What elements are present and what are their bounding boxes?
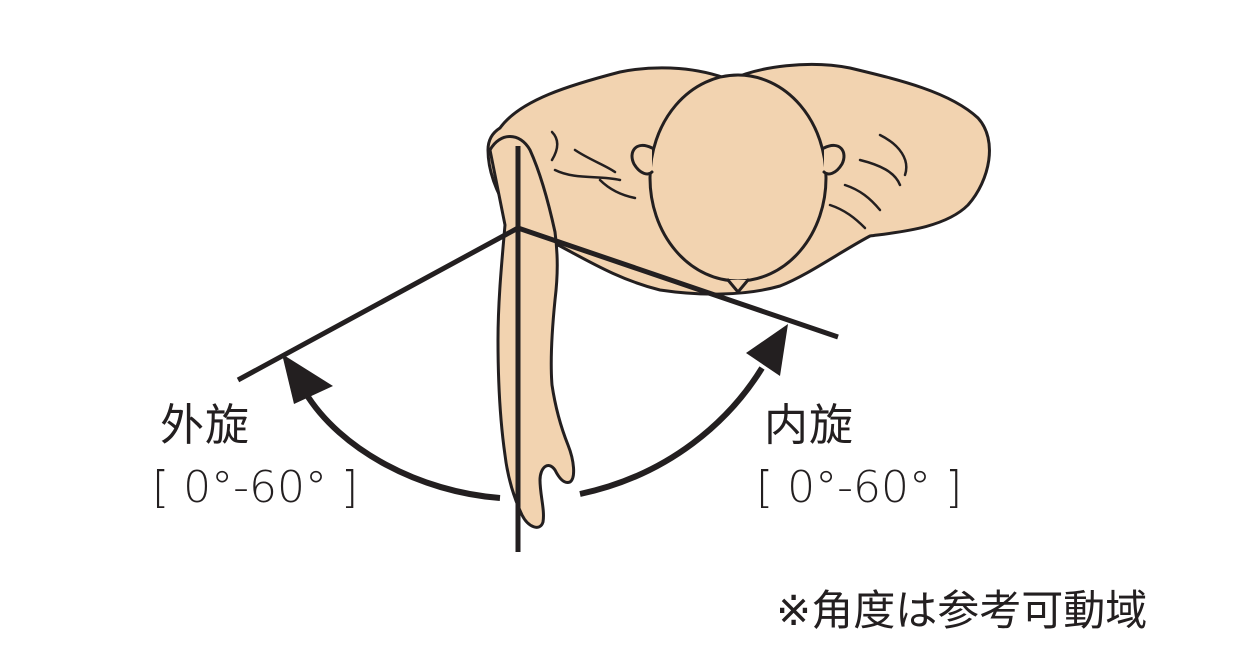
external-rotation-label: 外旋: [160, 400, 250, 451]
footnote: ※角度は参考可動域: [776, 586, 1148, 635]
external-rotation-limit-line: [236, 225, 520, 383]
human-figure-top-view: [486, 62, 991, 529]
right-ear: [822, 143, 846, 176]
nose: [726, 278, 750, 294]
external-rotation-arc: [302, 390, 501, 501]
head: [648, 73, 828, 283]
internal-rotation-limit-line: [517, 225, 839, 340]
external-rotation-range: [ 0°-60° ]: [152, 462, 359, 513]
internal-rotation-arc: [579, 366, 765, 497]
left-ear: [630, 143, 654, 176]
muscle-contours: [550, 130, 908, 230]
internal-rotation-range: [ 0°-60° ]: [756, 462, 963, 513]
external-rotation-arrowhead: [282, 354, 333, 404]
internal-rotation-arrowhead: [746, 324, 788, 376]
internal-rotation-label: 内旋: [764, 400, 854, 451]
